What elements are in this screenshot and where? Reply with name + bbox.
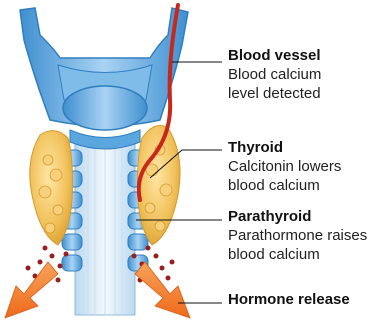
label-parathyroid: Parathyroid Parathormone raises blood ca… (228, 207, 367, 264)
trachea (75, 140, 135, 315)
label-parathyroid-line1: Parathormone raises (228, 226, 367, 245)
label-thyroid-title: Thyroid (228, 138, 341, 157)
label-thyroid-line2: blood calcium (228, 176, 341, 195)
label-parathyroid-title: Parathyroid (228, 207, 367, 226)
label-parathyroid-line2: blood calcium (228, 245, 367, 264)
label-blood-vessel: Blood vessel Blood calcium level detecte… (228, 46, 321, 103)
label-thyroid-line1: Calcitonin lowers (228, 157, 341, 176)
label-blood-vessel-line1: Blood calcium (228, 65, 321, 84)
label-thyroid: Thyroid Calcitonin lowers blood calcium (228, 138, 341, 195)
label-hormone-release: Hormone release (228, 290, 350, 309)
label-blood-vessel-line2: level detected (228, 84, 321, 103)
label-hormone-release-title: Hormone release (228, 290, 350, 309)
label-blood-vessel-title: Blood vessel (228, 46, 321, 65)
release-arrow-left (5, 262, 58, 318)
